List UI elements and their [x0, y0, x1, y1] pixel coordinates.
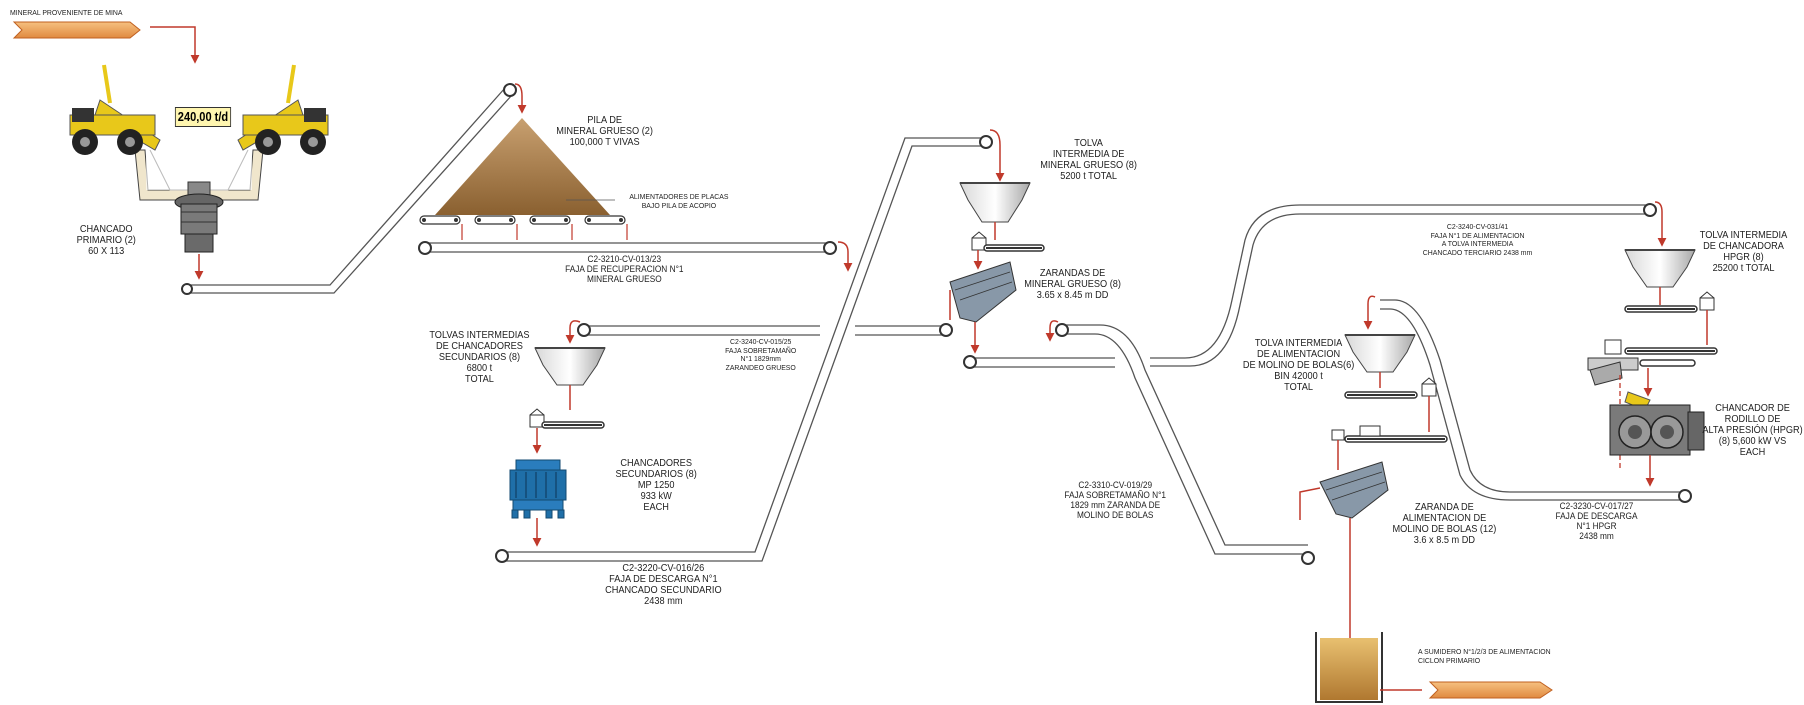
flow-arrow — [989, 129, 1005, 182]
gyratory-crusher-icon — [174, 181, 224, 253]
belt-feeder — [971, 231, 1045, 252]
flow-arrow — [150, 26, 200, 64]
mine-ore-input-arrow — [12, 21, 141, 39]
flow-arrow — [1654, 201, 1667, 247]
hpgr-crusher-icon — [1609, 391, 1705, 456]
undersize-conveyor — [963, 355, 1115, 369]
belt-feeder — [1624, 291, 1715, 313]
oversize-conveyor-019 — [1055, 323, 1315, 565]
hpgr-discharge-conveyor-017 — [1380, 299, 1692, 503]
flow-arrow — [1299, 487, 1321, 520]
reclaim-conveyor — [418, 241, 837, 255]
sump-output-arrow — [1428, 681, 1553, 699]
sump-tank — [1315, 632, 1383, 703]
flow-arrow — [514, 83, 527, 114]
belt-feeder — [1604, 339, 1718, 355]
coarse-vibrating-screen-icon — [949, 261, 1017, 323]
flow-arrow — [837, 241, 853, 272]
ball-mill-feed-bin — [1344, 334, 1416, 373]
flow-arrow — [1363, 295, 1376, 330]
coarse-ore-stockpile — [435, 118, 610, 215]
haul-truck-right-icon — [237, 64, 329, 155]
ball-mill-screen-icon — [1319, 461, 1389, 519]
mine-ore-input-label: MINERAL PROVENIENTE DE MINA — [10, 8, 123, 17]
feed-conveyor-031 — [1150, 203, 1657, 367]
cone-crusher-icon — [509, 459, 567, 519]
hpgr-intermediate-bin — [1624, 249, 1696, 288]
primary-conveyor — [181, 83, 517, 295]
belt-feeder — [1331, 425, 1448, 443]
secondary-crusher-bin — [534, 347, 606, 386]
throughput-badge: 240,00 t/d — [174, 107, 232, 127]
hpgr-screen-icon — [1587, 357, 1696, 386]
flow-arrow — [565, 320, 581, 344]
coarse-intermediate-bin — [959, 182, 1031, 223]
belt-feeder — [1344, 377, 1437, 399]
belt-feeder — [529, 408, 605, 429]
haul-truck-left-icon — [69, 64, 161, 155]
secondary-discharge-conveyor — [495, 135, 993, 563]
apron-feeders — [419, 199, 628, 240]
flow-arrow — [1045, 320, 1059, 342]
oversize-conveyor-015 — [577, 323, 953, 337]
